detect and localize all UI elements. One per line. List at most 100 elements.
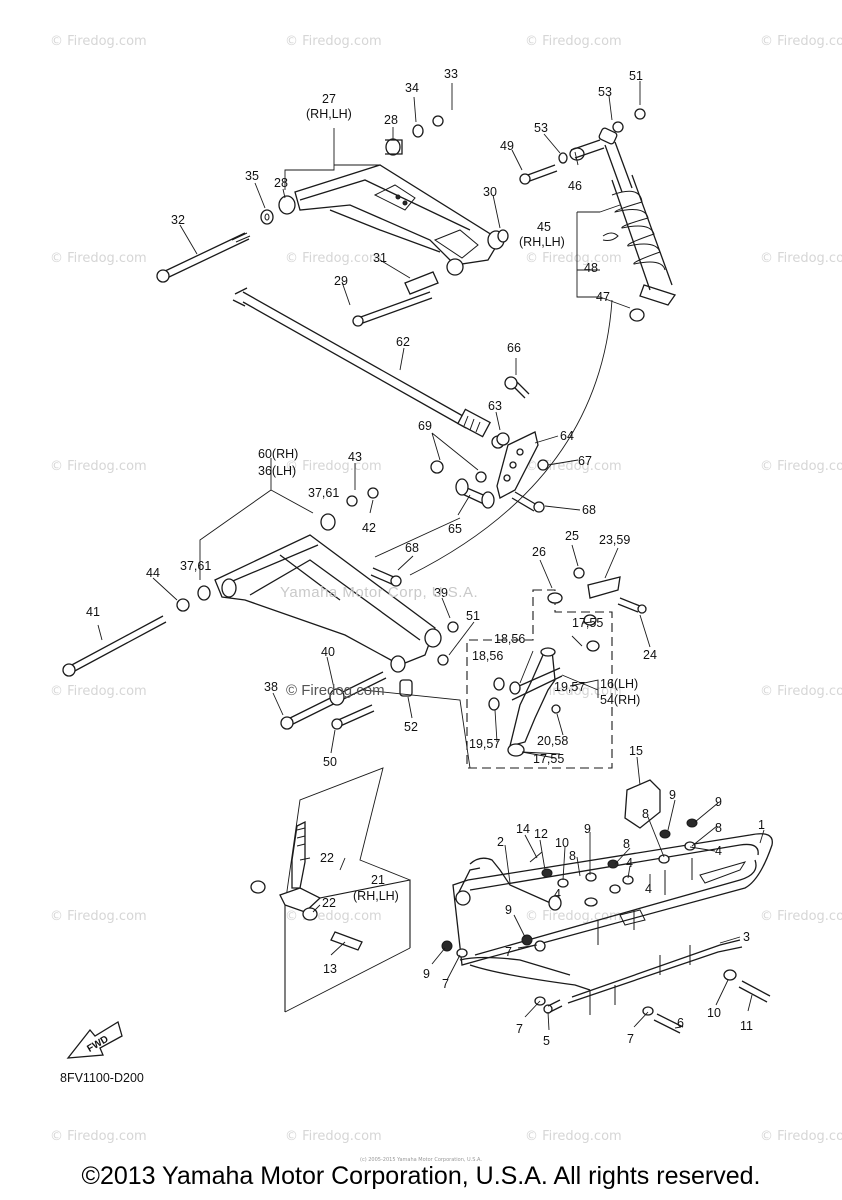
watermark-text: © Firedog.com bbox=[50, 684, 147, 699]
callout-9: 9 bbox=[423, 967, 430, 981]
watermark-text: © Firedog.com bbox=[525, 459, 622, 474]
callout-4: 4 bbox=[554, 887, 561, 901]
bolt-41 bbox=[62, 615, 167, 677]
callout-34: 34 bbox=[405, 81, 419, 95]
callout-27: 27 bbox=[322, 92, 336, 106]
callout-52: 52 bbox=[404, 720, 418, 734]
watermark-text: © Firedog.com bbox=[285, 34, 382, 49]
watermark-text: © Firedog.com bbox=[760, 909, 842, 924]
callout-65: 65 bbox=[448, 522, 462, 536]
bolt-38 bbox=[280, 671, 387, 730]
callout-45: 45 bbox=[537, 220, 551, 234]
watermark-text: © Firedog.com bbox=[760, 684, 842, 699]
callout-5: 5 bbox=[543, 1034, 550, 1048]
watermark-layer: © Firedog.com © Firedog.com © Firedog.co… bbox=[50, 34, 842, 1144]
callout-4: 4 bbox=[715, 844, 722, 858]
callout-11: 11 bbox=[740, 1019, 753, 1033]
callout-16-lh: 16(LH) bbox=[600, 677, 638, 691]
callout-22: 22 bbox=[320, 851, 334, 865]
watermark-text: © Firedog.com bbox=[760, 459, 842, 474]
watermark-text: © Firedog.com bbox=[760, 1129, 842, 1144]
callout-leaders bbox=[97, 81, 765, 1031]
callout-22: 22 bbox=[322, 896, 336, 910]
callout-67: 67 bbox=[578, 454, 592, 468]
callout-28: 28 bbox=[274, 176, 288, 190]
callout-48: 48 bbox=[584, 261, 598, 275]
callout-17: 17,55 bbox=[572, 616, 603, 630]
callout-66: 66 bbox=[507, 341, 521, 355]
callout-10: 10 bbox=[707, 1006, 721, 1020]
callout-45-rh-lh: (RH,LH) bbox=[519, 235, 565, 249]
leader-line bbox=[362, 689, 471, 769]
spindle-frame bbox=[284, 879, 411, 1012]
watermark-text: © Firedog.com bbox=[285, 909, 382, 924]
callout-14: 14 bbox=[516, 822, 530, 836]
callout-13: 13 bbox=[323, 962, 337, 976]
callout-23-59: 23,59 bbox=[599, 533, 630, 547]
watermark-dark: © Firedog.com bbox=[286, 682, 385, 699]
watermark-text: © Firedog.com bbox=[285, 251, 382, 266]
callout-17-55: 17,55 bbox=[533, 752, 564, 766]
ski-assembly bbox=[452, 779, 773, 1004]
callout-18-56: 18,56 bbox=[494, 632, 525, 646]
callout-7: 7 bbox=[505, 945, 512, 959]
callout-38: 38 bbox=[264, 680, 278, 694]
bolt-68 bbox=[370, 567, 402, 587]
callout-8: 8 bbox=[623, 837, 630, 851]
watermark-text: © Firedog.com bbox=[50, 251, 147, 266]
bolt-32 bbox=[156, 232, 251, 283]
callout-4: 4 bbox=[645, 882, 652, 896]
callout-3: 3 bbox=[743, 930, 750, 944]
leader-line bbox=[284, 767, 411, 1013]
callout-15: 15 bbox=[629, 744, 643, 758]
callout-4: 4 bbox=[626, 856, 633, 870]
shock-absorber bbox=[558, 108, 677, 322]
callout-51: 51 bbox=[629, 69, 643, 83]
callout-37-61: 37,61 bbox=[308, 486, 339, 500]
callout-10: 10 bbox=[555, 836, 569, 850]
callout-25: 25 bbox=[565, 529, 579, 543]
callout-9: 9 bbox=[584, 822, 591, 836]
callout-49: 49 bbox=[500, 139, 514, 153]
watermark-text: © Firedog.com bbox=[50, 1129, 147, 1144]
callout-2: 2 bbox=[497, 835, 504, 849]
callout-68: 68 bbox=[405, 541, 419, 555]
copyright-footer: ©2013 Yamaha Motor Corporation, U.S.A. A… bbox=[81, 1162, 761, 1190]
callout-19-57: 19,57 bbox=[554, 680, 585, 694]
watermark-text: © Firedog.com bbox=[285, 459, 382, 474]
center-watermark: Yamaha Motor Corp, U.S.A. bbox=[280, 584, 479, 601]
callout-37-61: 37,61 bbox=[180, 559, 211, 573]
callout-53: 53 bbox=[598, 85, 612, 99]
callout-19-57: 19,57 bbox=[469, 737, 500, 751]
callout-26: 26 bbox=[532, 545, 546, 559]
callout-21-rh-lh: (RH,LH) bbox=[353, 889, 399, 903]
leader-line bbox=[599, 204, 631, 309]
callout-18-56: 18,56 bbox=[472, 649, 503, 663]
callout-8: 8 bbox=[715, 821, 722, 835]
watermark-text: © Firedog.com bbox=[525, 1129, 622, 1144]
callout-50: 50 bbox=[323, 755, 337, 769]
bolt-49 bbox=[519, 164, 558, 185]
callout-9: 9 bbox=[715, 795, 722, 809]
callout-40: 40 bbox=[321, 645, 335, 659]
callout-35: 35 bbox=[245, 169, 259, 183]
callout-64: 64 bbox=[560, 429, 574, 443]
callout-8: 8 bbox=[569, 849, 576, 863]
callout-47: 47 bbox=[596, 290, 610, 304]
callout-68: 68 bbox=[582, 503, 596, 517]
callout-30: 30 bbox=[483, 185, 497, 199]
callout-36-lh: 36(LH) bbox=[258, 464, 296, 478]
callout-27-rh-lh: (RH,LH) bbox=[306, 107, 352, 121]
callout-bracket bbox=[576, 211, 600, 298]
watermark-text: © Firedog.com bbox=[525, 34, 622, 49]
watermark-text: © Firedog.com bbox=[760, 34, 842, 49]
steering-arm bbox=[573, 567, 647, 614]
callout-54-rh: 54(RH) bbox=[600, 693, 640, 707]
callout-62: 62 bbox=[396, 335, 410, 349]
callout-63: 63 bbox=[488, 399, 502, 413]
watermark-text: © Firedog.com bbox=[525, 251, 622, 266]
callout-8: 8 bbox=[642, 807, 649, 821]
callout-6: 6 bbox=[677, 1016, 684, 1030]
callout-1: 1 bbox=[758, 818, 765, 832]
